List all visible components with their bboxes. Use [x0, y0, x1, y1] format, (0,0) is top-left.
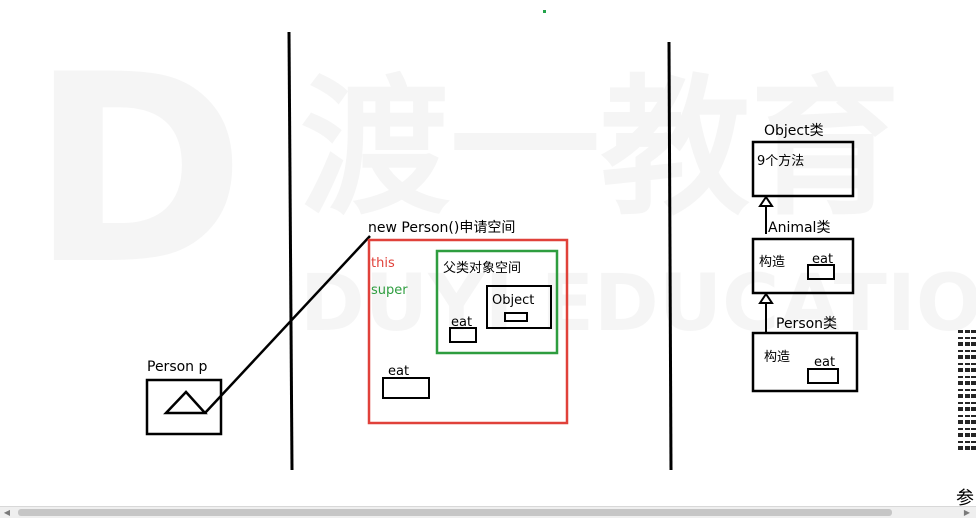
animal-class-title: Animal类 — [768, 220, 830, 236]
animal-eat-label: eat — [812, 252, 833, 267]
cursor-dot — [543, 10, 546, 13]
divider-heap-method — [667, 41, 673, 471]
parent-eat-slot — [449, 327, 477, 343]
super-label: super — [371, 283, 408, 298]
inherit-arrow-person-icon — [758, 292, 774, 304]
divider-stack-heap — [287, 31, 294, 471]
person-ctor-label: 构造 — [764, 350, 790, 365]
heap-object-box — [367, 238, 569, 425]
horizontal-scrollbar[interactable]: ◀ ▶ — [0, 506, 976, 518]
heap-object: new Person()申请空间 this super 父类对象空间 Objec… — [367, 220, 569, 425]
person-class-box — [751, 331, 859, 393]
inherit-arrow-animal-icon — [758, 195, 774, 207]
person-class-title: Person类 — [776, 316, 837, 332]
object-label: Object — [492, 293, 534, 308]
heap-title: new Person()申请空间 — [368, 220, 515, 236]
person-eat-label: eat — [814, 355, 835, 370]
watermark-logo: D — [30, 20, 246, 322]
stack-variable-label: Person p — [147, 359, 207, 375]
object-class-box — [751, 140, 855, 198]
animal-eat-slot — [807, 264, 835, 280]
stack-variable: Person p — [145, 359, 223, 436]
parent-eat-label: eat — [451, 315, 472, 330]
qr-code-mask — [958, 330, 976, 450]
object-class-title: Object类 — [764, 123, 824, 139]
object-method-slot — [504, 312, 528, 322]
animal-ctor-label: 构造 — [759, 255, 785, 270]
scrollbar-thumb[interactable] — [18, 509, 892, 516]
animal-class-box — [751, 237, 855, 295]
person-eat-slot — [807, 368, 839, 384]
stack-variable-box — [145, 378, 223, 436]
own-eat-label: eat — [388, 364, 409, 379]
object-methods-label: 9个方法 — [757, 153, 804, 169]
parent-space-box — [435, 249, 559, 355]
scroll-right-icon[interactable]: ▶ — [963, 508, 971, 517]
parent-space-label: 父类对象空间 — [443, 261, 521, 276]
class-hierarchy: Object类 9个方法 Animal类 构造 eat Person类 构造 e… — [751, 123, 859, 393]
watermark-brand-cn: 渡一教育 — [300, 62, 900, 236]
own-eat-slot — [382, 377, 430, 399]
side-caption: 参 — [956, 488, 974, 509]
object-box — [486, 285, 552, 329]
this-label: this — [371, 256, 395, 271]
watermark-brand-en: DUYI EDUCATION — [300, 259, 976, 349]
reference-triangle-icon — [163, 390, 208, 415]
scroll-left-icon[interactable]: ◀ — [3, 508, 11, 517]
reference-line — [204, 235, 371, 414]
